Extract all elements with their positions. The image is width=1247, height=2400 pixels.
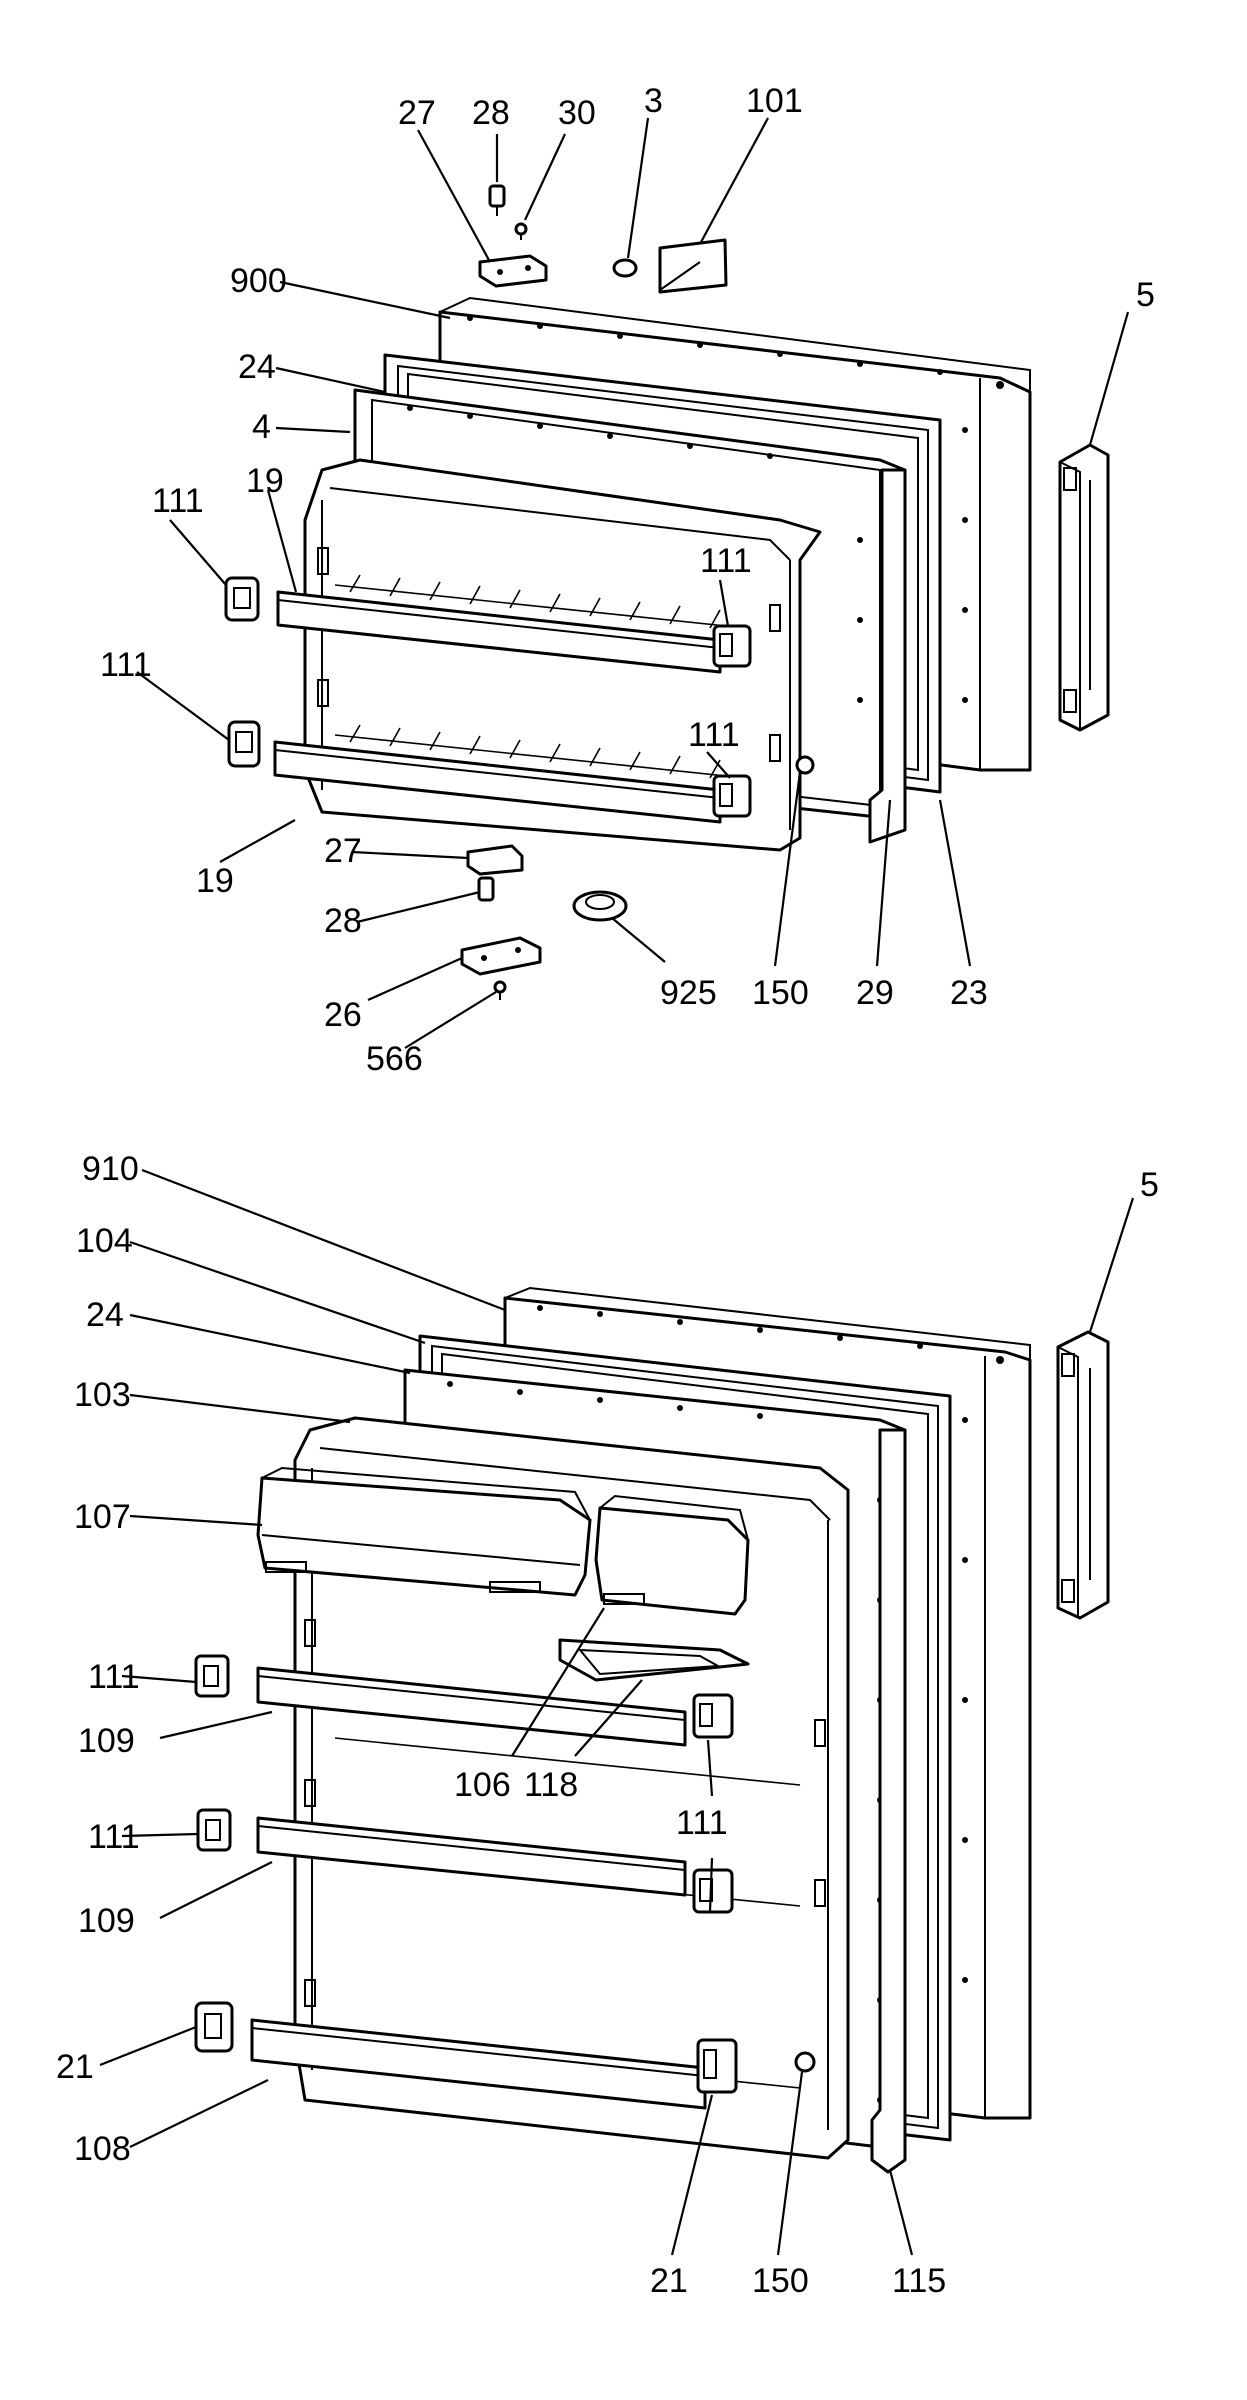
grommet-925 xyxy=(572,890,628,922)
side-trim-115 xyxy=(870,1428,907,2174)
callout-28-top: 28 xyxy=(472,94,510,132)
callout-106: 106 xyxy=(454,1766,511,1804)
lower-leader-lines xyxy=(99,1168,1135,2256)
callout-150-upper: 150 xyxy=(752,974,809,1012)
handle-5-upper xyxy=(1058,443,1110,732)
door-bin-107 xyxy=(256,1466,592,1597)
callout-30: 30 xyxy=(558,94,596,132)
hinge-pin-28-bottom xyxy=(477,876,495,902)
door-stop-150-upper xyxy=(795,755,815,775)
callout-150-lower: 150 xyxy=(752,2262,809,2300)
callout-24-upper: 24 xyxy=(238,348,276,386)
upper-callouts: 27 28 30 3 101 900 5 24 4 111 19 111 111… xyxy=(100,82,1155,1078)
callout-104: 104 xyxy=(76,1222,133,1260)
callout-118: 118 xyxy=(524,1766,578,1804)
lower-door-assembly: 910 5 104 24 103 107 111 109 106 118 111… xyxy=(56,1150,1159,2300)
callout-566: 566 xyxy=(366,1040,423,1078)
callout-23: 23 xyxy=(950,974,988,1012)
shelf-bar-19-lower xyxy=(273,740,722,824)
lower-callouts: 910 5 104 24 103 107 111 109 106 118 111… xyxy=(56,1150,1159,2300)
callout-26: 26 xyxy=(324,996,362,1034)
bottom-hinge-plate-26 xyxy=(460,936,542,976)
nameplate-101 xyxy=(658,238,728,294)
bottom-hinge-cover-27 xyxy=(466,844,524,876)
callout-108: 108 xyxy=(74,2130,131,2168)
callout-5-upper: 5 xyxy=(1136,276,1155,314)
shelf-support-111-lower-c xyxy=(692,1693,734,1739)
callout-111-lower-c: 111 xyxy=(88,1818,140,1856)
screw-30 xyxy=(514,222,528,240)
shelf-support-111-d xyxy=(712,774,752,818)
callout-19-b: 19 xyxy=(196,862,234,900)
callout-3: 3 xyxy=(644,82,663,120)
callout-21-left: 21 xyxy=(56,2048,94,2086)
shelf-bar-109-lower xyxy=(256,1816,687,1897)
callout-5-lower: 5 xyxy=(1140,1166,1159,1204)
door-bin-106 xyxy=(594,1494,750,1616)
tray-118 xyxy=(558,1638,750,1682)
upper-leader-lines xyxy=(136,117,1130,1049)
callout-29: 29 xyxy=(856,974,894,1012)
door-stop-150-lower xyxy=(794,2051,816,2073)
shelf-support-111-b xyxy=(227,720,261,768)
shelf-support-111-lower-d xyxy=(692,1868,734,1914)
callout-21-right: 21 xyxy=(650,2262,688,2300)
shelf-support-111-c xyxy=(712,624,752,668)
callout-27-bottom: 27 xyxy=(324,832,362,870)
callout-111-d: 111 xyxy=(688,716,740,754)
callout-111-lower-b: 111 xyxy=(676,1804,728,1842)
plug-3 xyxy=(612,258,638,278)
callout-900: 900 xyxy=(230,262,287,300)
handle-5-lower xyxy=(1056,1330,1110,1620)
callout-925: 925 xyxy=(660,974,717,1012)
callout-109-a: 109 xyxy=(78,1722,135,1760)
top-hinge-27 xyxy=(478,254,548,288)
callout-4: 4 xyxy=(252,408,271,446)
side-trim-29 xyxy=(868,468,907,844)
callout-111-b: 111 xyxy=(700,542,752,580)
shelf-support-21-left xyxy=(194,2001,234,2053)
callout-19-a: 19 xyxy=(246,462,284,500)
callout-109-b: 109 xyxy=(78,1902,135,1940)
shelf-support-111-lower-a xyxy=(194,1654,230,1698)
callout-107: 107 xyxy=(74,1498,131,1536)
shelf-bar-19-upper xyxy=(276,590,722,674)
callout-101: 101 xyxy=(746,82,803,120)
callout-111-lower-a: 111 xyxy=(88,1658,140,1696)
callout-103: 103 xyxy=(74,1376,131,1414)
callout-28-bottom: 28 xyxy=(324,902,362,940)
upper-door-assembly: 27 28 30 3 101 900 5 24 4 111 19 111 111… xyxy=(100,82,1155,1078)
hinge-pin-28-top xyxy=(488,184,506,216)
shelf-bar-108 xyxy=(250,2018,707,2110)
shelf-support-111-a xyxy=(224,576,260,622)
screw-566 xyxy=(493,980,507,1000)
shelf-support-21-right xyxy=(696,2038,738,2094)
callout-24-lower: 24 xyxy=(86,1296,124,1334)
callout-111-a: 111 xyxy=(152,482,204,520)
callout-910: 910 xyxy=(82,1150,139,1188)
callout-27-top: 27 xyxy=(398,94,436,132)
shelf-support-111-lower-b xyxy=(196,1808,232,1852)
callout-115: 115 xyxy=(892,2262,946,2300)
callout-111-c: 111 xyxy=(100,646,152,684)
